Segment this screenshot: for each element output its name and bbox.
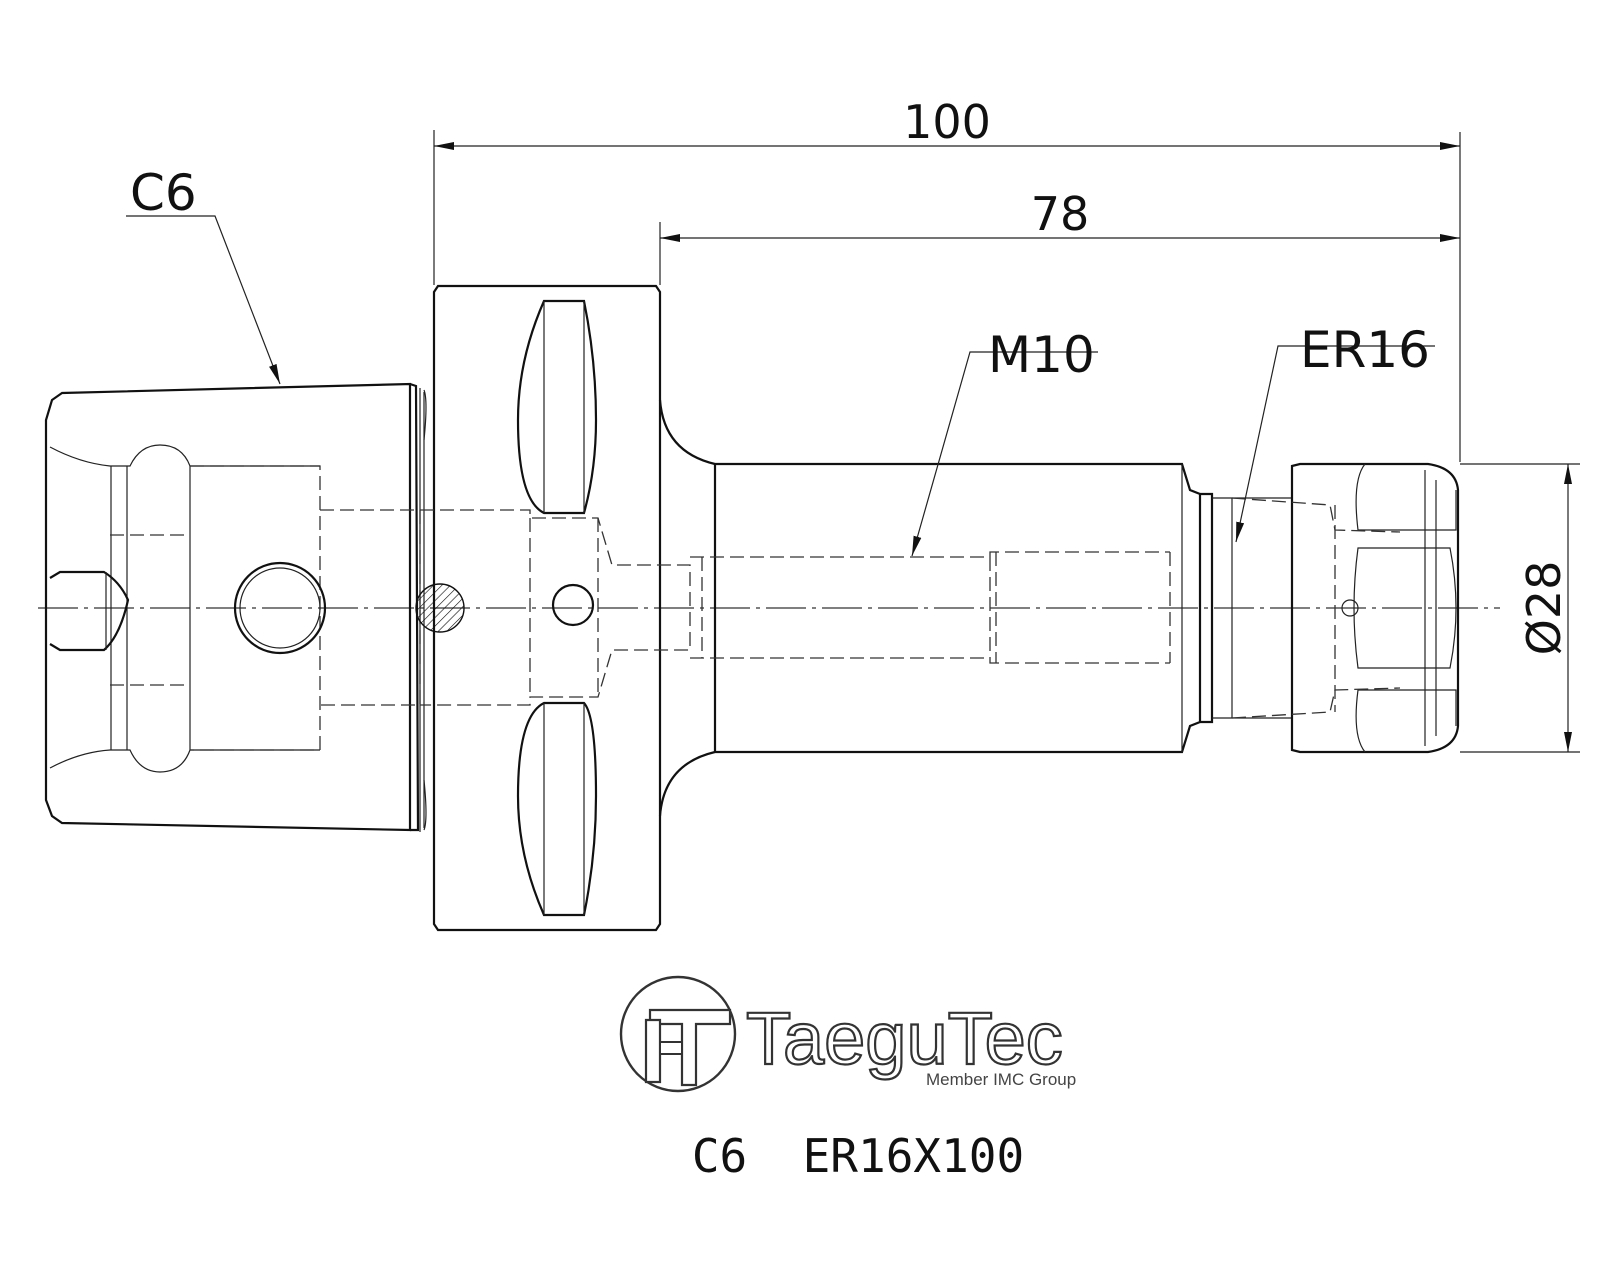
dimension-shank-length: 78	[659, 187, 1460, 285]
logo-tagline-text: Member IMC Group	[926, 1070, 1076, 1089]
callout-label-c6: C6	[130, 164, 197, 222]
callout-label-m10: M10	[988, 326, 1095, 384]
dimension-diameter: Ø28	[1460, 463, 1580, 753]
taegutec-logo-icon	[619, 975, 737, 1093]
dimension-label-78: 78	[1031, 187, 1090, 241]
dimension-label-diameter: Ø28	[1517, 561, 1571, 656]
logo-brand-text: TaeguTec	[746, 997, 1063, 1080]
body-shank	[658, 399, 1202, 817]
callout-er16: ER16	[1235, 321, 1435, 543]
callout-m10: M10	[911, 326, 1098, 557]
model-designation: C6 ER16X100	[692, 1129, 1024, 1183]
dimension-label-100: 100	[903, 95, 991, 149]
dimension-overall-length: 100	[433, 95, 1461, 462]
callout-label-er16: ER16	[1300, 321, 1430, 379]
taegutec-logo: TaeguTec Member IMC Group	[619, 975, 1076, 1093]
flange	[415, 284, 691, 932]
collet-nut	[1200, 462, 1460, 754]
callout-c6: C6	[126, 164, 281, 385]
